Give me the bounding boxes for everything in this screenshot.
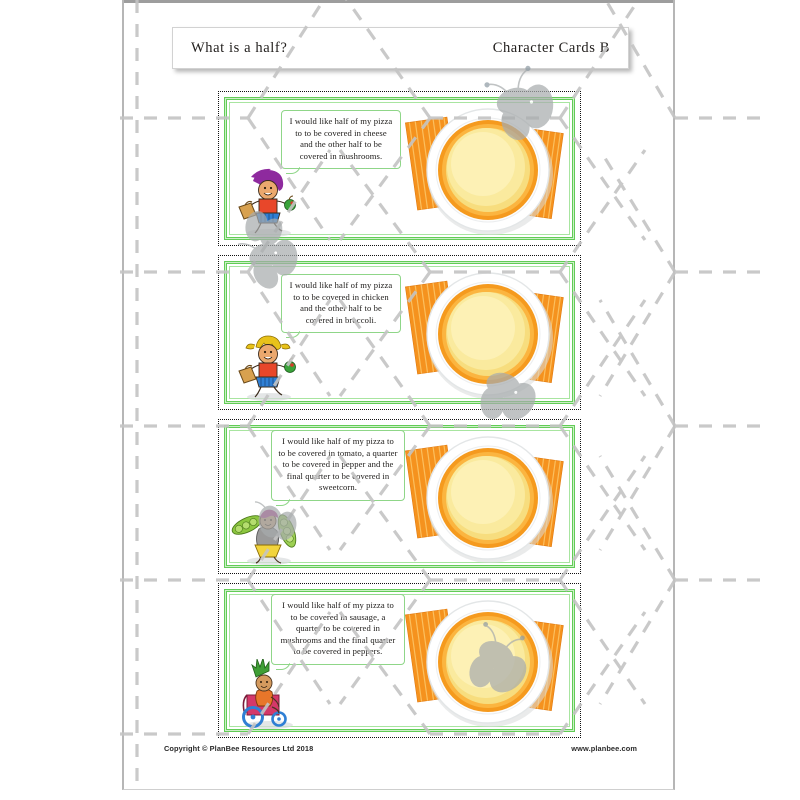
character-card-list: I would like half of my pizza to to be c… <box>218 91 581 738</box>
character-card[interactable]: I would like half of my pizza to to be c… <box>218 255 581 410</box>
page-footer: Copyright © PlanBee Resources Ltd 2018 w… <box>164 744 637 753</box>
pizza-illustration <box>404 588 572 735</box>
pizza-illustration <box>404 424 572 571</box>
character-card[interactable]: I would like half of my pizza to to be c… <box>218 583 581 738</box>
character-figure <box>231 331 305 401</box>
card-text: I would like half of my pizza to to be c… <box>280 600 396 657</box>
character-figure <box>231 495 305 565</box>
pizza-illustration <box>404 96 572 243</box>
speech-bubble: I would like half of my pizza to to be c… <box>281 110 401 175</box>
character-card[interactable]: I would like half of my pizza to to be c… <box>218 419 581 574</box>
copyright-notice: Copyright © PlanBee Resources Ltd 2018 <box>164 744 314 753</box>
card-text: I would like half of my pizza to to be c… <box>289 280 393 325</box>
speech-bubble: I would like half of my pizza to to be c… <box>271 594 405 670</box>
page-title: What is a half? <box>191 39 288 56</box>
pizza-illustration <box>404 260 572 407</box>
speech-bubble: I would like half of my pizza to to be c… <box>281 274 401 339</box>
website-url[interactable]: www.planbee.com <box>571 744 637 753</box>
character-figure <box>231 659 305 729</box>
character-card[interactable]: I would like half of my pizza to to be c… <box>218 91 581 246</box>
card-text: I would like half of my pizza to to be c… <box>289 116 393 161</box>
worksheet-page: What is a half? Character Cards B <box>122 0 675 790</box>
resource-label: Character Cards B <box>492 39 610 56</box>
character-figure <box>231 167 305 237</box>
page-header-bar: What is a half? Character Cards B <box>172 27 629 69</box>
card-text: I would like half of my pizza to to be c… <box>278 436 398 493</box>
speech-bubble: I would like half of my pizza to to be c… <box>271 430 405 506</box>
